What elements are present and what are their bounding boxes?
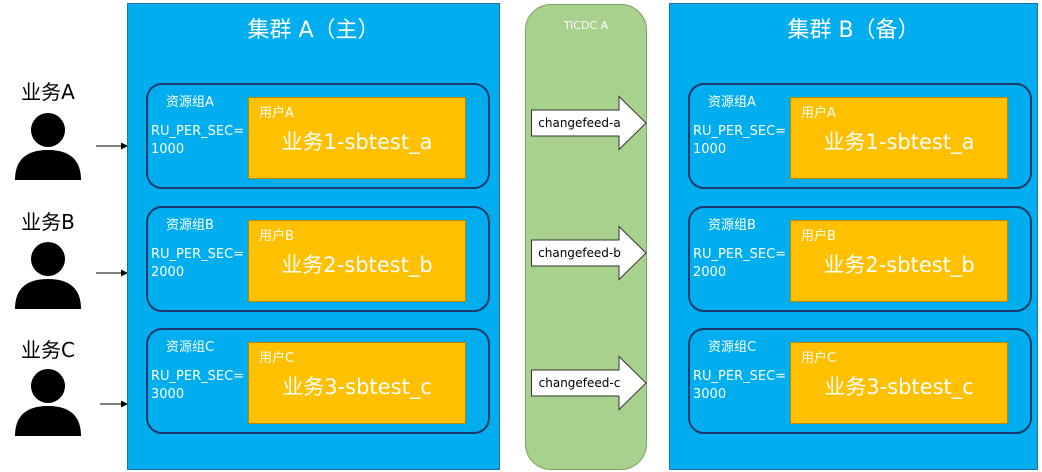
user-box: 用户A 业务1-sbtest_a (790, 97, 1008, 179)
resource-group-name: 资源组B (708, 218, 756, 233)
cluster-title: 集群 B（备） (787, 18, 920, 43)
arrow-to-cluster (96, 269, 128, 277)
user-box: 用户C 业务3-sbtest_c (790, 342, 1008, 424)
user-name: 用户B (259, 229, 294, 244)
business-name: 业务2-sbtest_b (281, 253, 433, 277)
cluster-a: 集群 A（主） 资源组A RU_PER_SEC= 1000 用户A 业务1-sb… (127, 3, 500, 470)
business-name: 业务3-sbtest_c (824, 375, 974, 399)
user-name: 用户C (801, 351, 837, 366)
resource-group-b: 资源组B RU_PER_SEC= 2000 用户B 业务2-sbtest_b (688, 206, 1032, 312)
arrow-to-cluster (100, 400, 128, 408)
right-arrow (531, 225, 647, 281)
ru-per-sec-label: RU_PER_SEC= (151, 369, 245, 384)
resource-group-name: 资源组A (166, 95, 214, 110)
resource-group-b: 资源组B RU_PER_SEC= 2000 用户B 业务2-sbtest_b (146, 206, 490, 312)
right-arrow (531, 95, 647, 151)
person-icon (15, 242, 81, 309)
resource-group-c: 资源组C RU_PER_SEC= 3000 用户C 业务3-sbtest_c (688, 328, 1032, 434)
ru-per-sec-value: 1000 (693, 142, 727, 157)
ru-per-sec-label: RU_PER_SEC= (151, 124, 245, 139)
ru-per-sec-label: RU_PER_SEC= (151, 247, 245, 262)
user-name: 用户A (259, 106, 294, 121)
person-icon (15, 369, 81, 436)
user-name: 用户B (801, 229, 836, 244)
business-label-a: 业务A (21, 80, 75, 104)
business-label-c: 业务C (21, 338, 75, 362)
resource-group-name: 资源组C (166, 340, 215, 355)
person-icon (15, 113, 81, 180)
right-arrow (531, 355, 647, 411)
ru-per-sec-value: 1000 (151, 142, 185, 157)
resource-group-name: 资源组C (708, 340, 757, 355)
changefeed-label: changefeed-a (538, 116, 621, 130)
user-name: 用户C (259, 351, 295, 366)
user-box: 用户A 业务1-sbtest_a (248, 97, 466, 179)
resource-group-name: 资源组B (166, 218, 214, 233)
changefeed-label: changefeed-b (538, 246, 621, 260)
user-name: 用户A (801, 106, 836, 121)
ru-per-sec-value: 3000 (151, 387, 185, 402)
ru-per-sec-value: 2000 (693, 265, 727, 280)
arrow-to-cluster (96, 142, 128, 150)
ticdc-title: TiCDC A (563, 19, 609, 32)
ru-per-sec-value: 3000 (693, 387, 727, 402)
resource-group-a: 资源组A RU_PER_SEC= 1000 用户A 业务1-sbtest_a (688, 83, 1032, 189)
user-box: 用户B 业务2-sbtest_b (248, 220, 466, 302)
ru-per-sec-label: RU_PER_SEC= (693, 369, 787, 384)
business-name: 业务1-sbtest_a (281, 130, 433, 154)
changefeed-arrow-b: changefeed-b (531, 225, 647, 281)
ru-per-sec-value: 2000 (151, 265, 185, 280)
ru-per-sec-label: RU_PER_SEC= (693, 124, 787, 139)
user-box: 用户B 业务2-sbtest_b (790, 220, 1008, 302)
resource-group-a: 资源组A RU_PER_SEC= 1000 用户A 业务1-sbtest_a (146, 83, 490, 189)
business-name: 业务2-sbtest_b (823, 253, 975, 277)
resource-group-name: 资源组A (708, 95, 756, 110)
cluster-title: 集群 A（主） (247, 18, 380, 43)
resource-group-c: 资源组C RU_PER_SEC= 3000 用户C 业务3-sbtest_c (146, 328, 490, 434)
changefeed-label: changefeed-c (538, 376, 621, 390)
business-name: 业务3-sbtest_c (282, 375, 432, 399)
changefeed-arrow-a: changefeed-a (531, 95, 647, 151)
changefeed-arrow-c: changefeed-c (531, 355, 647, 411)
business-label-b: 业务B (21, 210, 75, 234)
cluster-b: 集群 B（备） 资源组A RU_PER_SEC= 1000 用户A 业务1-sb… (669, 3, 1038, 470)
business-name: 业务1-sbtest_a (823, 130, 975, 154)
user-box: 用户C 业务3-sbtest_c (248, 342, 466, 424)
ru-per-sec-label: RU_PER_SEC= (693, 247, 787, 262)
